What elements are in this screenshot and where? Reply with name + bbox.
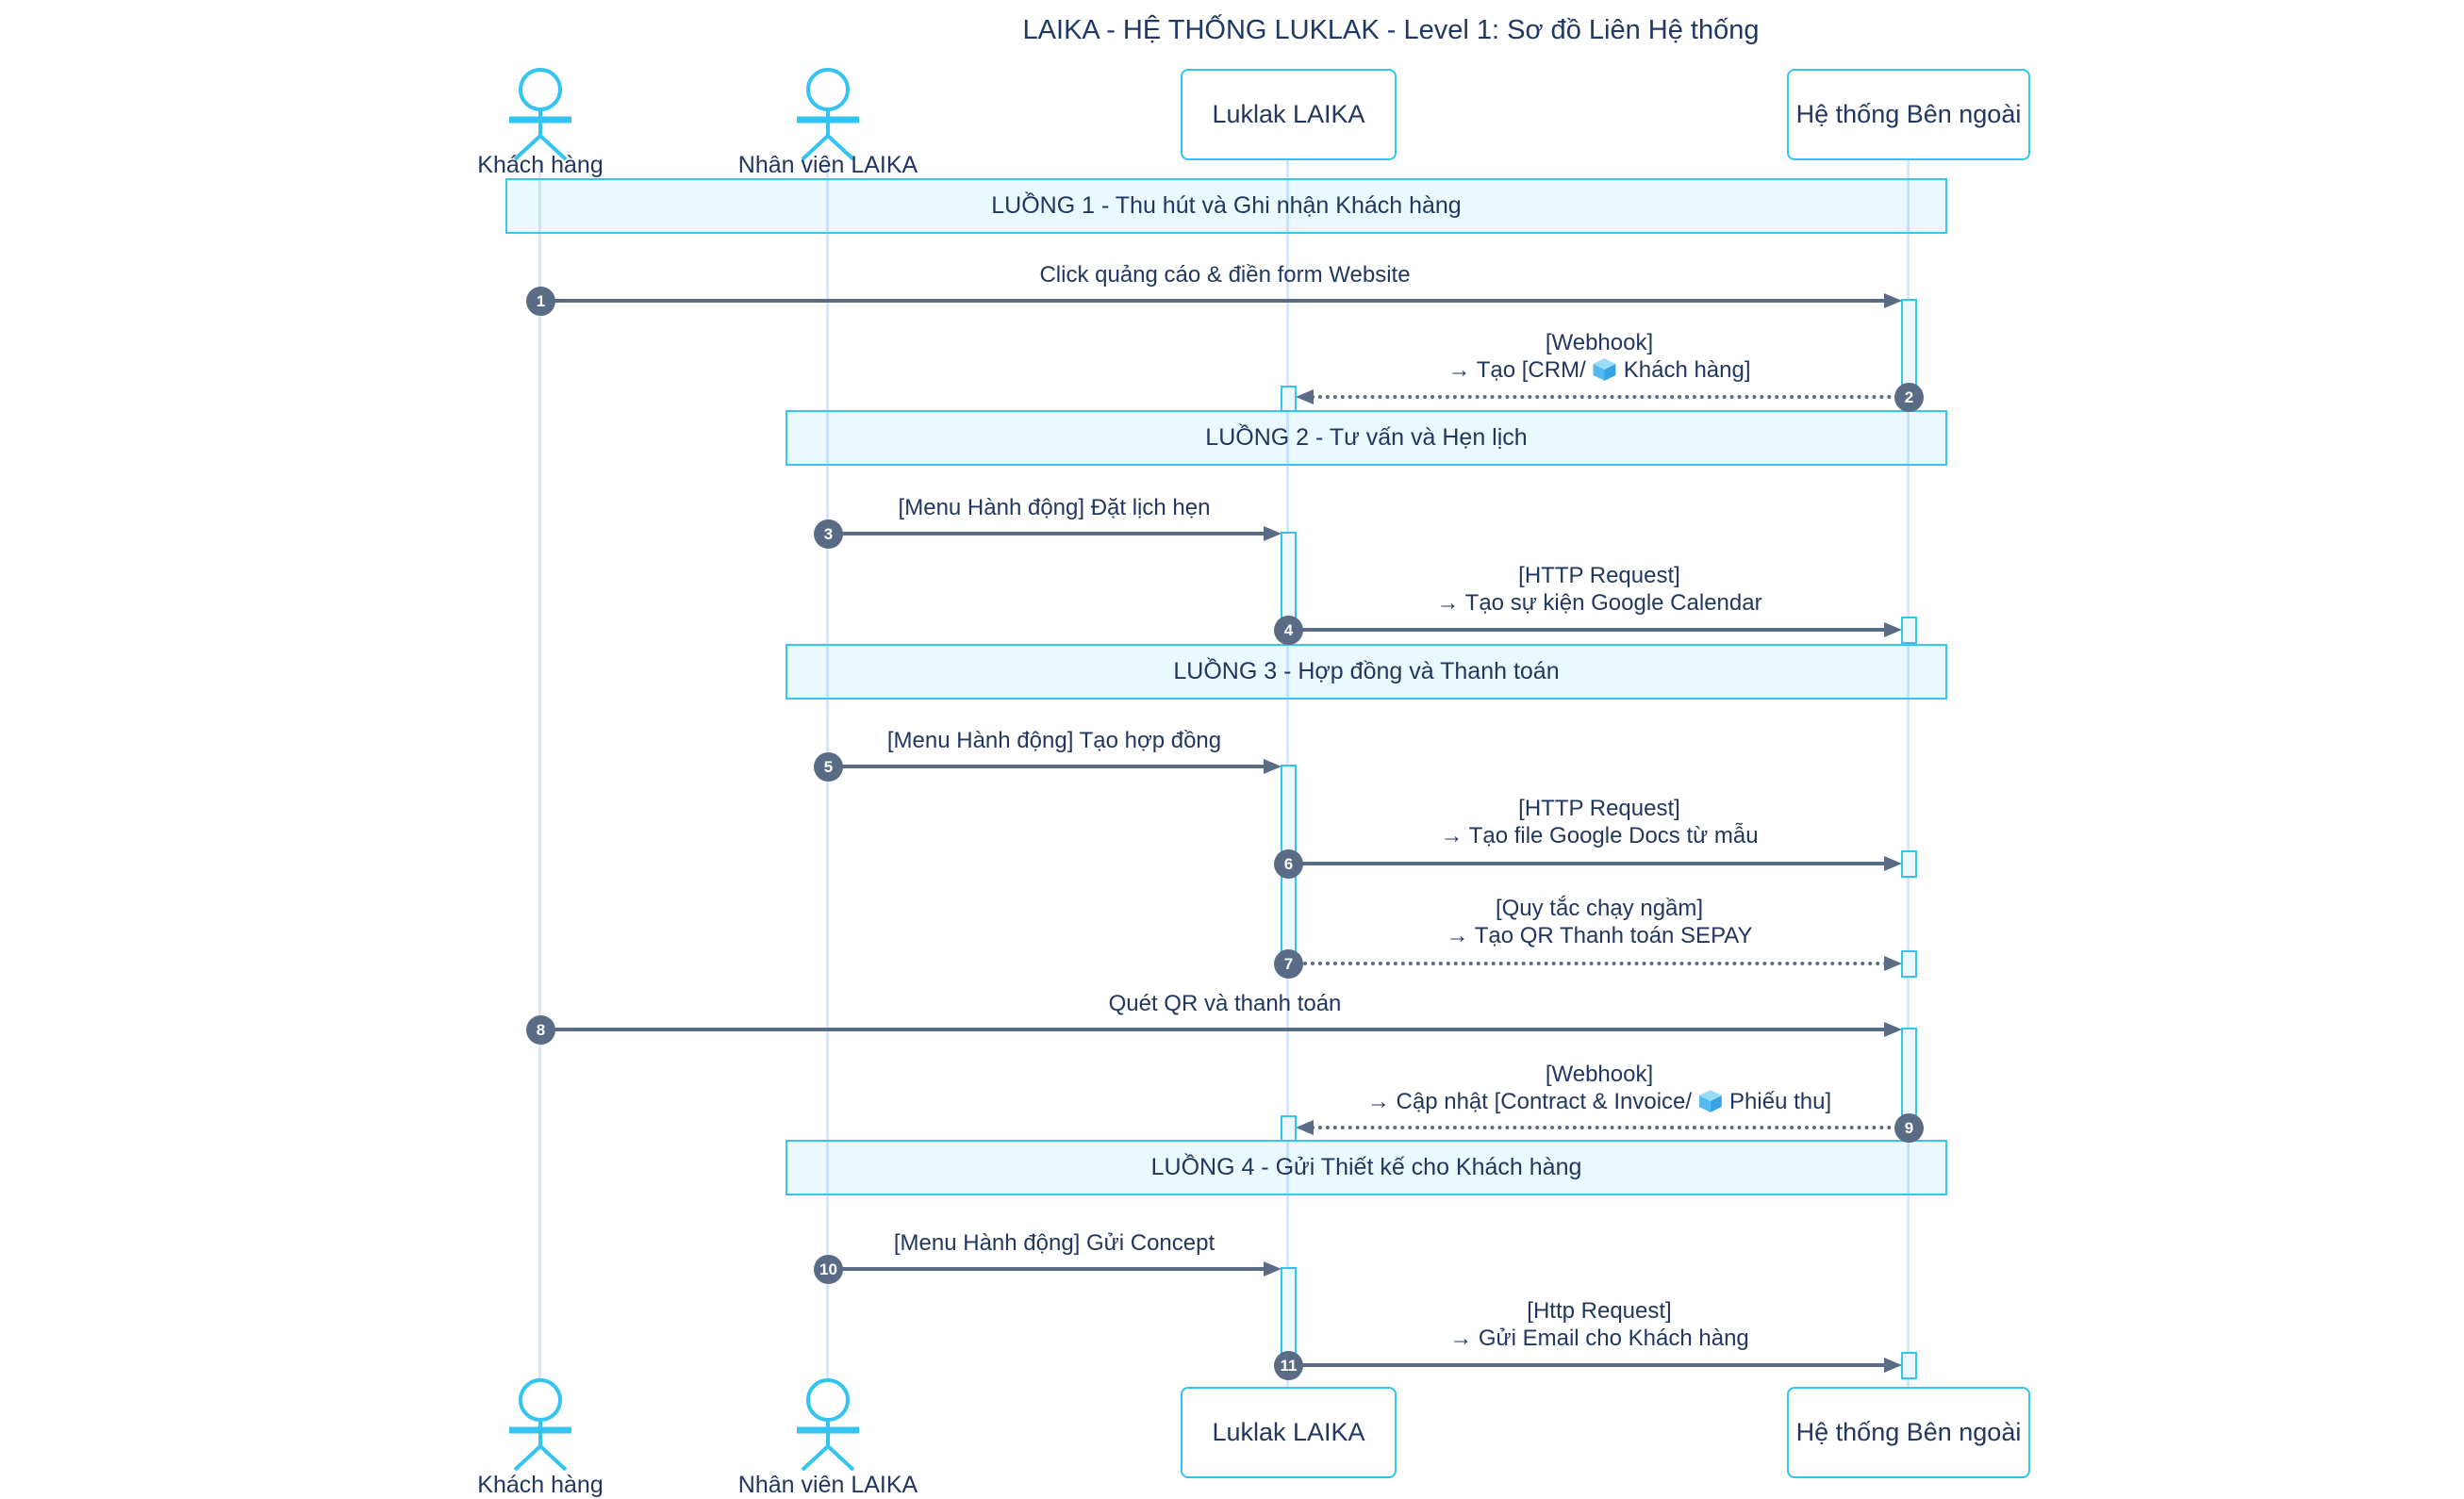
arrowhead-right-icon [1884, 856, 1902, 871]
participant-label-nhan-vien-top: Nhân viên LAIKA [737, 152, 918, 178]
message-label-3: [Menu Hành động] Đặt lịch hẹn [898, 495, 1211, 520]
arrowhead-right-icon [1264, 526, 1282, 541]
section-band-luong-4: LUỒNG 4 - Gửi Thiết kế cho Khách hàng [786, 1140, 1947, 1195]
section-label-luong-2: LUỒNG 2 - Tư vấn và Hẹn lịch [1205, 424, 1528, 451]
message-label-1: Click quảng cáo & điền form Website [1039, 262, 1411, 288]
participant-label-luklak-bottom: Luklak LAIKA [1212, 1418, 1365, 1446]
message-arrow-2 [1311, 395, 1907, 399]
section-band-luong-3: LUỒNG 3 - Hợp đồng và Thanh toán [786, 644, 1947, 700]
arrowhead-right-icon [1264, 1261, 1282, 1277]
sequence-number-badge: 9 [1894, 1113, 1924, 1143]
arrowhead-right-icon [1884, 622, 1902, 637]
message-arrow-10 [828, 1267, 1267, 1271]
activation-bar-he-thong [1901, 1352, 1917, 1379]
participant-box-luklak-top: Luklak LAIKA [1181, 69, 1397, 160]
sequence-number-badge: 1 [526, 287, 555, 316]
message-label-9: [Webhook] → Cập nhật [Contract & Invoice… [1366, 1062, 1832, 1114]
actor-figure-nhan-vien-top [797, 68, 859, 161]
message-arrow-4 [1288, 628, 1888, 632]
section-label-luong-3: LUỒNG 3 - Hợp đồng và Thanh toán [1173, 658, 1560, 684]
participant-box-he-thong-bottom: Hệ thống Bên ngoài [1787, 1387, 2030, 1478]
sequence-number-badge: 10 [814, 1255, 843, 1284]
activation-bar-luklak [1281, 1115, 1297, 1142]
activation-bar-he-thong [1901, 617, 1917, 644]
message-arrow-6 [1288, 862, 1888, 865]
activation-bar-he-thong [1901, 950, 1917, 978]
arrowhead-right-icon [1884, 293, 1902, 308]
section-band-luong-2: LUỒNG 2 - Tư vấn và Hẹn lịch [786, 410, 1947, 466]
participant-label-he-thong-top: Hệ thống Bên ngoài [1795, 100, 2022, 128]
participant-label-he-thong-bottom: Hệ thống Bên ngoài [1795, 1418, 2022, 1446]
sequence-number-badge: 3 [814, 519, 843, 549]
lifeline-khach-hang [538, 162, 541, 1388]
participant-box-luklak-bottom: Luklak LAIKA [1181, 1387, 1397, 1478]
participant-label-khach-hang-top: Khách hàng [477, 152, 604, 178]
message-arrow-9 [1311, 1126, 1907, 1129]
message-label-4: [HTTP Request] → Tạo sự kiện Google Cale… [1436, 563, 1762, 616]
activation-bar-he-thong [1901, 850, 1917, 878]
participant-label-khach-hang-bottom: Khách hàng [477, 1472, 604, 1498]
message-arrow-7 [1288, 962, 1888, 965]
message-arrow-11 [1288, 1363, 1888, 1367]
actor-figure-khach-hang-top [509, 68, 571, 161]
sequence-number-badge: 8 [526, 1015, 555, 1045]
message-arrow-5 [828, 765, 1267, 768]
message-label-10: [Menu Hành động] Gửi Concept [893, 1230, 1215, 1256]
sequence-number-badge: 6 [1274, 849, 1303, 879]
sequence-number-badge: 2 [1894, 383, 1924, 412]
message-label-2: [Webhook] → Tạo [CRM/Khách hàng] [1447, 330, 1751, 383]
arrowhead-right-icon [1884, 956, 1902, 971]
message-label-6: [HTTP Request] → Tạo file Google Docs từ… [1440, 796, 1759, 848]
ice-cube-icon [1699, 1090, 1722, 1112]
actor-figure-khach-hang-bottom [509, 1378, 571, 1472]
arrowhead-right-icon [1264, 759, 1282, 774]
participant-label-luklak-top: Luklak LAIKA [1212, 100, 1365, 128]
sequence-number-badge: 4 [1274, 616, 1303, 645]
message-arrow-8 [540, 1028, 1888, 1031]
sequence-number-badge: 11 [1274, 1351, 1303, 1380]
participant-label-nhan-vien-bottom: Nhân viên LAIKA [737, 1472, 918, 1498]
diagram-title: LAIKA - HỆ THỐNG LUKLAK - Level 1: Sơ đồ… [1022, 15, 1760, 45]
message-arrow-3 [828, 532, 1267, 535]
participant-box-he-thong-top: Hệ thống Bên ngoài [1787, 69, 2030, 160]
sequence-number-badge: 7 [1274, 949, 1303, 979]
arrowhead-right-icon [1884, 1022, 1902, 1037]
arrowhead-left-icon [1296, 389, 1314, 404]
sequence-number-badge: 5 [814, 752, 843, 782]
ice-cube-icon [1593, 358, 1616, 381]
message-label-8: Quét QR và thanh toán [1108, 991, 1342, 1016]
section-label-luong-4: LUỒNG 4 - Gửi Thiết kế cho Khách hàng [1150, 1154, 1582, 1180]
actor-figure-nhan-vien-bottom [797, 1378, 859, 1472]
message-label-11: [Http Request] → Gửi Email cho Khách hàn… [1449, 1298, 1749, 1351]
section-band-luong-1: LUỒNG 1 - Thu hút và Ghi nhận Khách hàng [505, 178, 1947, 234]
arrowhead-right-icon [1884, 1358, 1902, 1373]
activation-bar-luklak [1281, 386, 1297, 412]
message-label-7: [Quy tắc chạy ngầm] → Tạo QR Thanh toán … [1446, 896, 1753, 948]
arrowhead-left-icon [1296, 1120, 1314, 1135]
lifeline-he-thong [1907, 160, 1910, 1388]
message-arrow-1 [540, 299, 1888, 303]
message-label-5: [Menu Hành động] Tạo hợp đồng [886, 728, 1222, 753]
section-label-luong-1: LUỒNG 1 - Thu hút và Ghi nhận Khách hàng [991, 192, 1462, 219]
